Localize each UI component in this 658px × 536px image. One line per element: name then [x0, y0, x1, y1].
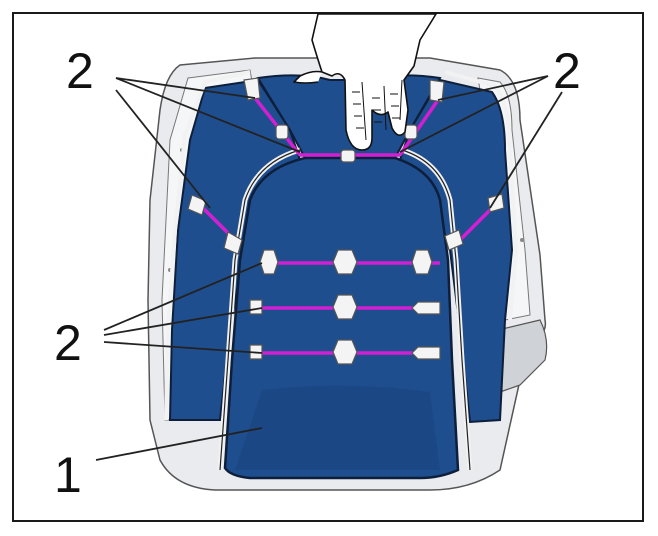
callout-top-right: 2 — [553, 43, 581, 99]
callout-lower-left: 2 — [54, 315, 82, 371]
callout-top-left: 2 — [66, 43, 94, 99]
leader-lines — [95, 75, 563, 461]
hand-icon — [293, 13, 437, 151]
callout-bottom-left: 1 — [54, 447, 82, 503]
strap-clip-icon — [187, 77, 505, 365]
strap-top-right-diag — [398, 99, 440, 156]
